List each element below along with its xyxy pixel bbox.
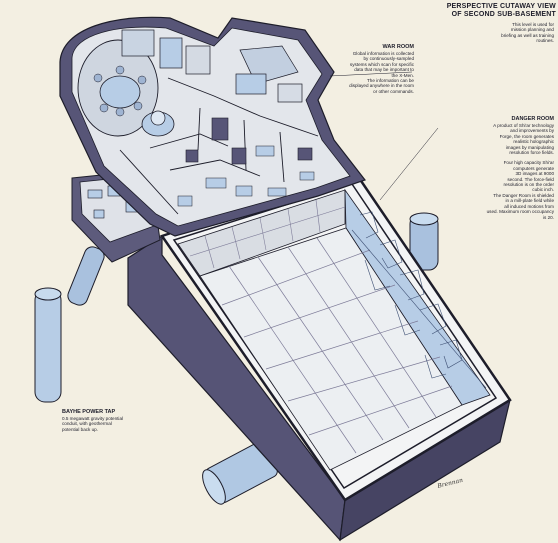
consoles [177,145,315,207]
danger-room-line: images by manipulating [505,144,554,150]
intro-line: briefing as well as training [501,32,554,38]
chamber-chairs [93,65,147,117]
header-line-2: OF SECOND SUB-BASEMENT [451,11,556,18]
war-room-line: or other commands. [373,88,414,94]
vertical-pipe [34,289,62,403]
blue-wall-pattern [351,211,487,389]
war-room-text: Global information is collected by conti… [330,51,414,94]
danger-room-line: realistic holographic [513,139,554,145]
danger-room-line: and improvements by [510,128,554,134]
danger-room-line: resolution force fields. [509,150,554,156]
danger-room-line: used. Maximum room occupancy [486,209,554,215]
danger-room-line: all induced motions from [504,203,554,209]
danger-room-text: A product of Shi'ar technology and impro… [448,123,554,220]
intro-line: mission planning and [510,27,554,33]
danger-room-floor-grid [221,237,453,454]
power-tap-pipes [34,212,439,505]
upper-rooms [121,29,303,103]
danger-room-line: is 20. [543,214,554,220]
danger-room-line: The Danger Room is shielded [493,192,554,198]
danger-room-line: Four high capacity Shi'ar [503,160,554,166]
header-title: PERSPECTIVE CUTAWAY VIEW OF SECOND SUB-B… [400,3,556,19]
header-intro: This level is used for mission planning … [440,22,554,44]
war-room-title: WAR ROOM [382,44,414,50]
power-tap-title: BAYHE POWER TAP [62,409,116,415]
danger-room-line: cubic inch. [532,187,554,193]
power-tap-text: 0.5 megawatt gravity potential conduit, … [62,416,158,432]
danger-room-line: resolution is on the order [503,182,554,188]
intro-line: This level is used for [512,22,554,27]
danger-room-line: in a mill-plate field while [505,198,554,204]
war-room-globe [150,110,166,126]
leader-lines [329,71,439,201]
danger-room-back-wall-left [177,189,346,277]
angled-pipe [67,246,105,306]
intro-line: routines. [536,38,554,44]
war-room-line: Global information is collected [352,51,414,56]
power-tap-line: conduit, with geothermal [62,421,112,427]
right-cylinder [409,212,439,271]
round-table [99,75,141,109]
war-room-line: The information can be [367,78,414,84]
danger-room-line: 3D images at 9000 [515,171,554,177]
war-room-line: the X-Men. [391,72,414,78]
power-tap-line: 0.5 megawatt gravity potential [62,416,124,421]
war-room-level [59,16,366,237]
power-tap-line: potential back up. [62,426,99,432]
war-room-line: displayed anywhere in the room [349,83,414,89]
danger-room-title: DANGER ROOM [511,116,554,122]
danger-room-line: computers generate [513,165,554,171]
back-wall-panels [189,199,346,269]
vertical-pipe-cap [34,287,62,301]
danger-room-line: A product of Shi'ar technology [493,123,554,128]
danger-room-line: Forge, the room generates [499,133,554,139]
danger-room-line: second. The force-field [507,176,554,182]
war-room-line: systems which scan for specific [349,61,414,67]
danger-room-block: Brennan [127,170,512,542]
machinery [185,117,313,165]
header-line-1: PERSPECTIVE CUTAWAY VIEW [446,3,556,10]
war-room-line: data that may be important to [354,67,414,73]
war-room-line: by continuously-sampled [363,56,414,62]
